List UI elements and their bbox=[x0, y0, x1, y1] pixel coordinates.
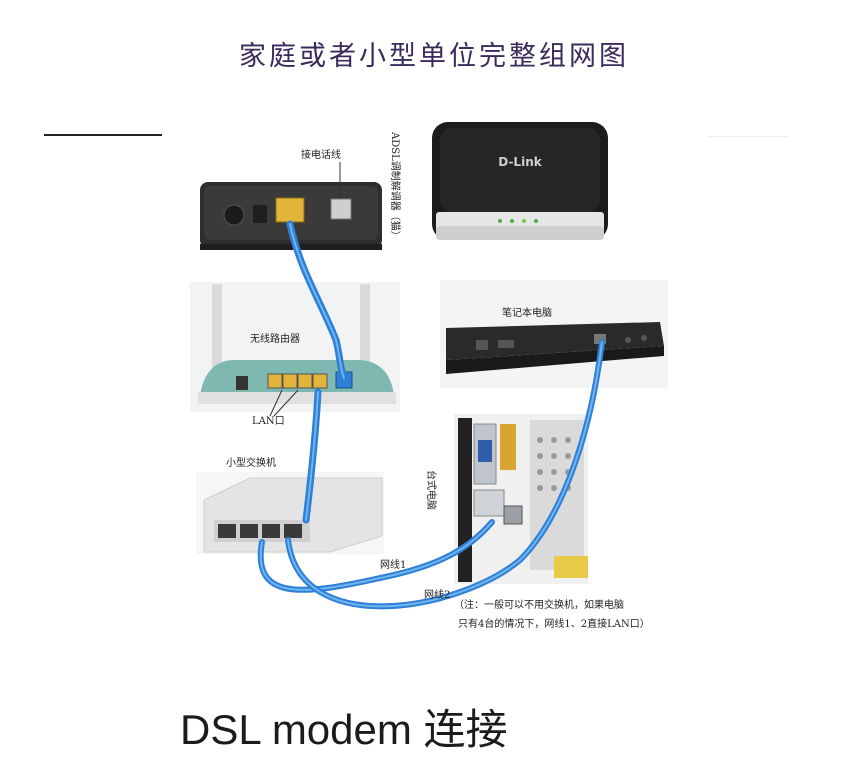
adsl-modem-label: ADSL调制解调器（猫） bbox=[389, 131, 402, 241]
note-line-1: （注：一般可以不用交换机，如果电脑 bbox=[454, 598, 624, 611]
lan-port-label: LAN口 bbox=[252, 416, 285, 427]
laptop-label: 笔记本电脑 bbox=[502, 306, 552, 319]
cable1-label: 网线1 bbox=[380, 558, 406, 571]
switch-label: 小型交换机 bbox=[226, 456, 276, 469]
adsl-modem-back bbox=[200, 182, 382, 250]
router-label: 无线路由器 bbox=[250, 332, 300, 345]
page-title: 家庭或者小型单位完整组网图 bbox=[239, 41, 629, 72]
network-cables bbox=[257, 220, 605, 610]
dlink-modem-front: D-Link bbox=[432, 122, 608, 240]
phone-line-label: 接电话线 bbox=[301, 148, 341, 161]
divider-line bbox=[44, 134, 162, 136]
wireless-router bbox=[190, 282, 400, 412]
divider-line-faint bbox=[708, 136, 788, 137]
brand-logo: D-Link bbox=[498, 155, 542, 169]
laptop bbox=[440, 280, 668, 388]
desktop-label: 台式电脑 bbox=[425, 470, 438, 510]
cable2-label: 网线2 bbox=[424, 588, 450, 601]
diagram-caption: DSL modem 连接 bbox=[180, 706, 508, 753]
note-line-2: 只有4台的情况下，网线1、2直接LAN口） bbox=[458, 617, 650, 630]
